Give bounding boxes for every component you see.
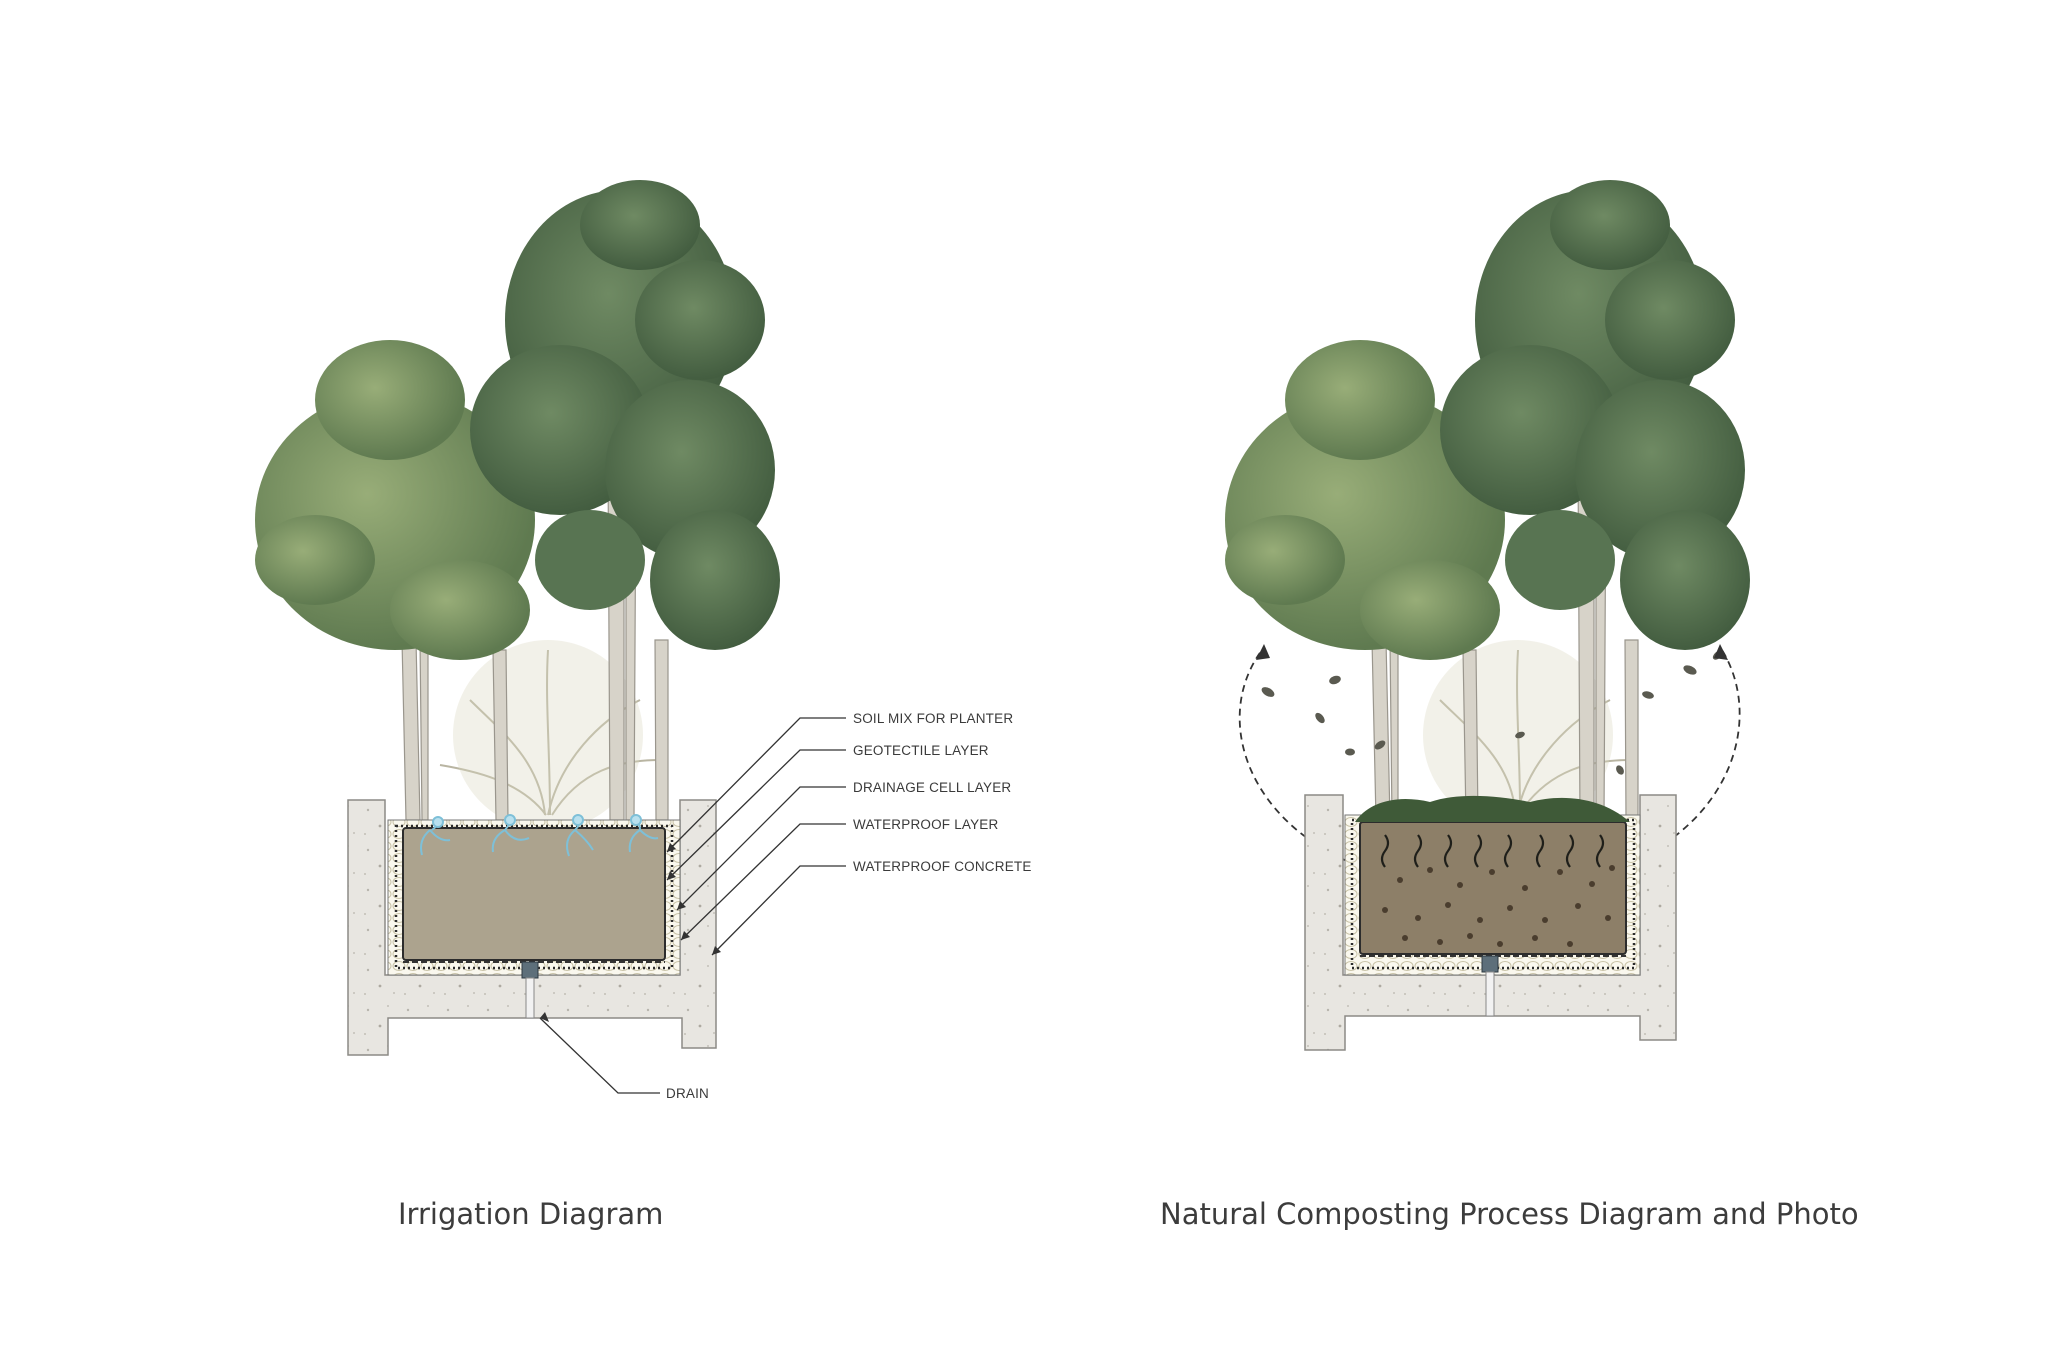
tree-canopies — [255, 180, 780, 660]
composting-diagram — [1225, 180, 1750, 1051]
drain-pipe — [525, 977, 535, 1019]
drain-fitting — [1481, 955, 1499, 973]
drain-pipe — [1485, 971, 1495, 1017]
label-soil-mix: SOIL MIX FOR PLANTER — [853, 711, 1013, 726]
tree-cluster — [1225, 180, 1750, 830]
label-waterproof-layer: WATERPROOF LAYER — [853, 817, 999, 832]
planter-section — [347, 799, 717, 1056]
soil-mix — [402, 827, 666, 961]
cycle-arrows — [1238, 649, 1741, 871]
leaf-litter-mulch — [1355, 795, 1630, 822]
label-drainage-cell-layer: DRAINAGE CELL LAYER — [853, 780, 1011, 795]
waterproof-concrete — [347, 799, 717, 1056]
waterproof-concrete — [1304, 794, 1677, 1051]
planter-section — [1304, 794, 1677, 1051]
tree-cluster — [255, 180, 780, 830]
callout-arrowheads — [540, 843, 721, 1022]
decomposition-squiggles — [1380, 834, 1605, 868]
compost-soil — [1359, 821, 1627, 955]
label-waterproof-concrete: WATERPROOF CONCRETE — [853, 859, 1032, 874]
tree-canopies — [1225, 180, 1750, 660]
composting-diagram-caption: Natural Composting Process Diagram and P… — [1160, 1197, 1859, 1231]
irrigation-water-icons — [420, 814, 659, 857]
cycle-arrowheads — [1256, 644, 1728, 660]
falling-leaves — [1261, 650, 1724, 775]
irrigation-diagram: SOIL MIX FOR PLANTER GEOTECTILE LAYER DR… — [255, 180, 1032, 1101]
callout-leaders — [539, 717, 846, 1094]
drain-fitting — [521, 961, 539, 979]
irrigation-diagram-caption: Irrigation Diagram — [398, 1197, 664, 1231]
label-drain: DRAIN — [666, 1086, 709, 1101]
nutrient-particles — [1382, 865, 1615, 947]
label-geotextile-layer: GEOTECTILE LAYER — [853, 743, 989, 758]
